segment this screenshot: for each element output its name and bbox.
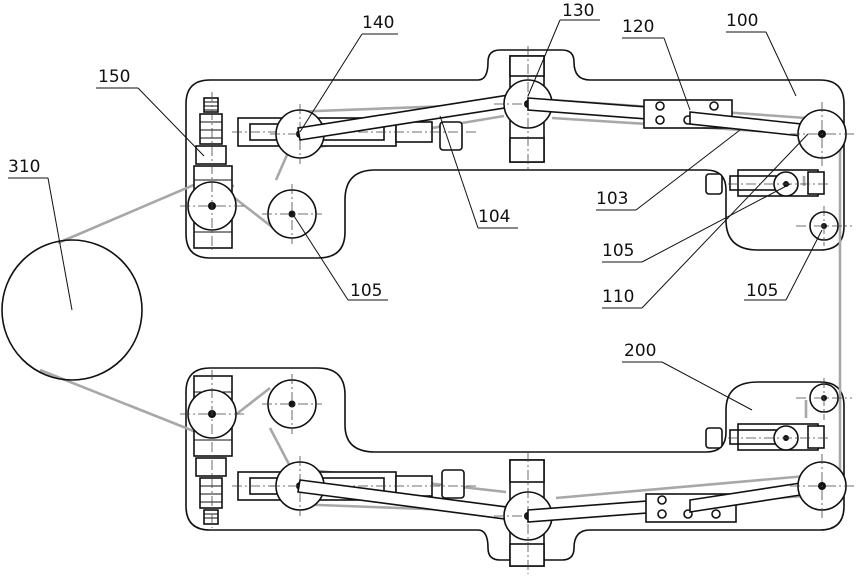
lower-tensioner: [180, 370, 246, 528]
label-105-left: 105: [350, 281, 382, 301]
slide-block-120: [644, 100, 820, 138]
label-150: 150: [98, 67, 130, 87]
lower-small-tensioner: [706, 424, 830, 450]
label-100: 100: [726, 11, 758, 31]
label-310: 310: [8, 157, 40, 177]
label-103: 103: [596, 189, 628, 209]
label-120: 120: [622, 17, 654, 37]
label-110: 110: [602, 287, 634, 307]
label-140: 140: [362, 13, 394, 33]
label-105-middle: 105: [602, 241, 634, 261]
upper-tensioner-150: [180, 92, 246, 250]
label-105-right: 105: [746, 281, 778, 301]
label-130: 130: [562, 1, 594, 21]
idler-105-upper-left: [262, 184, 322, 244]
label-104: 104: [478, 207, 510, 227]
belt: [40, 100, 840, 512]
idler-lower-left: [262, 374, 322, 434]
label-200: 200: [624, 341, 656, 361]
